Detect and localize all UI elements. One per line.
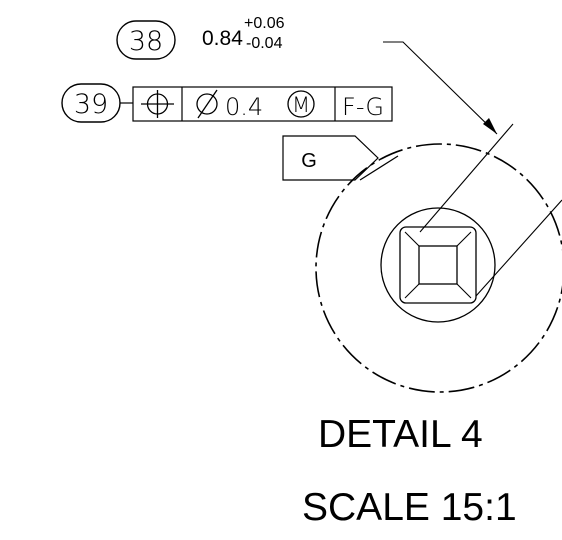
balloon-39: 39 bbox=[61, 83, 121, 123]
dimension-leader-line bbox=[383, 41, 498, 135]
datum-reference: F-G bbox=[342, 93, 384, 121]
dimension-upper-tolerance: +0.06 bbox=[244, 15, 285, 32]
feature-control-frame: 0.4 M F-G bbox=[132, 86, 393, 122]
datum-flag-label: G bbox=[301, 150, 317, 172]
detail-boundary-circle bbox=[315, 143, 562, 393]
mmc-modifier: M bbox=[287, 90, 315, 118]
dimension-lower-tolerance: -0.04 bbox=[246, 35, 283, 52]
modifier-label: M bbox=[292, 93, 310, 117]
square-socket-feature bbox=[380, 207, 496, 323]
balloon-38-label: 38 bbox=[129, 26, 163, 57]
position-icon bbox=[141, 90, 174, 118]
extension-line-lower bbox=[475, 199, 562, 297]
tolerance-value: 0.4 bbox=[225, 93, 263, 121]
dimension-arrowhead bbox=[483, 118, 497, 134]
datum-flag: G bbox=[282, 135, 379, 181]
dimension-nominal: 0.84 bbox=[202, 27, 243, 50]
diameter-icon bbox=[196, 89, 218, 119]
extension-line-upper bbox=[419, 123, 514, 233]
detail-scale: SCALE 15:1 bbox=[302, 486, 517, 529]
balloon-38: 38 bbox=[116, 20, 176, 60]
balloon-39-label: 39 bbox=[74, 89, 108, 120]
dimension-text: 0.84 +0.06 -0.04 bbox=[202, 15, 285, 52]
datum-leader bbox=[359, 155, 399, 181]
detail-title: DETAIL 4 bbox=[318, 413, 483, 456]
